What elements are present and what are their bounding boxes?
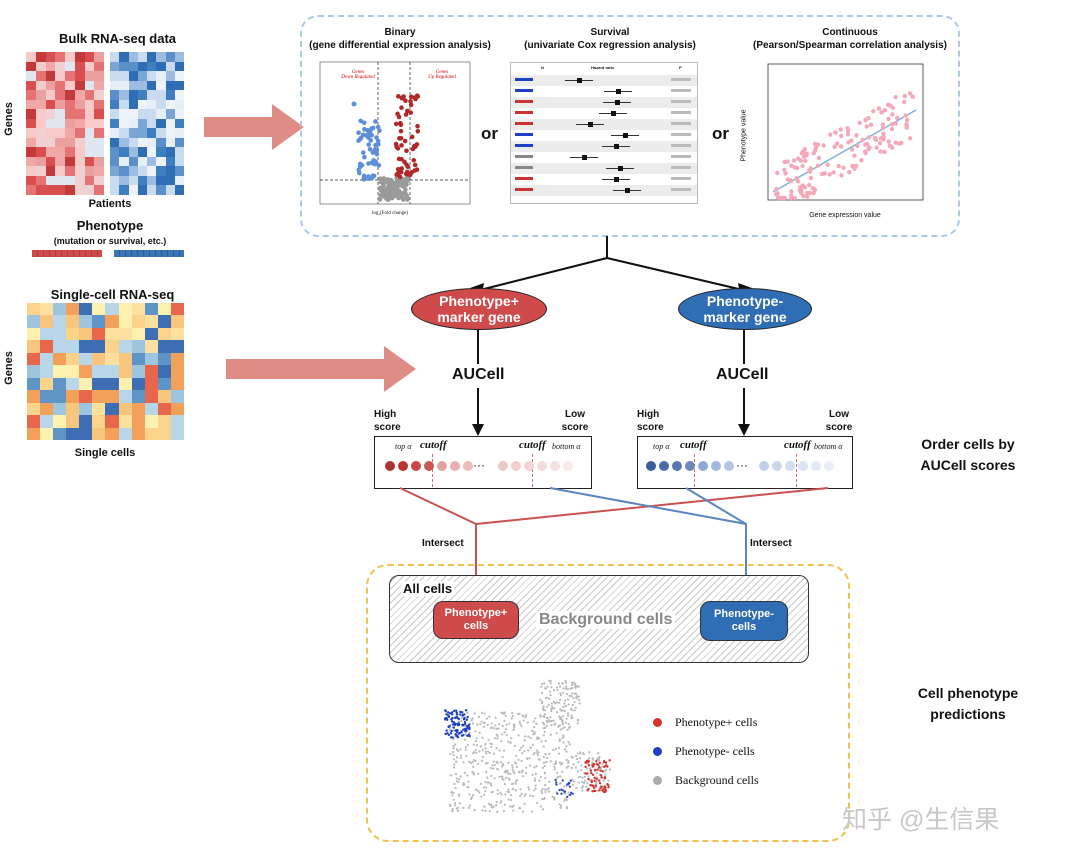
score-box-neg: top α cutoff cutoff bottom α ··· bbox=[637, 436, 853, 489]
bottom-alpha-pos: bottom α bbox=[552, 442, 581, 451]
forest-hr-header: Hazard ratio bbox=[591, 65, 615, 70]
legend-bg-label: Background cells bbox=[675, 773, 759, 787]
sc-genes-label: Genes bbox=[2, 351, 15, 385]
volcano-up-label: Genes Up Regulated bbox=[428, 70, 456, 80]
intersect-right: Intersect bbox=[750, 538, 792, 549]
low-score-left: Low score bbox=[561, 409, 589, 433]
phenotype-pos-cells-box: Phenotype+ cells bbox=[433, 601, 519, 639]
order-cells-label: Order cells by AUCell scores bbox=[920, 436, 1016, 473]
volcano-plot bbox=[319, 61, 471, 205]
intersect-left: Intersect bbox=[422, 538, 464, 549]
phenotype-title: Phenotype bbox=[76, 218, 144, 233]
or-label-2: or bbox=[712, 124, 729, 143]
phenotype-bar-blue bbox=[114, 250, 184, 257]
bulk-patients-label: Patients bbox=[88, 198, 132, 210]
prediction-label: Cell phenotype predictions bbox=[917, 685, 1019, 722]
legend-bg-dot bbox=[653, 776, 662, 785]
aucell-right: AUCell bbox=[716, 366, 769, 383]
forest-plot: N Hazard ratio P bbox=[510, 62, 698, 204]
continuous-subtitle: (Pearson/Spearman correlation analysis) bbox=[753, 40, 947, 51]
survival-title: Survival bbox=[590, 27, 630, 38]
analysis-methods-box bbox=[300, 15, 960, 237]
volcano-xlabel: log₂(Fold change) bbox=[371, 211, 409, 216]
aucell-left: AUCell bbox=[452, 366, 505, 383]
phenotype-bar-red bbox=[32, 250, 102, 257]
low-score-right: Low score bbox=[825, 409, 853, 433]
bottom-alpha-neg: bottom α bbox=[814, 442, 843, 451]
score-box-pos: top α cutoff cutoff bottom α ··· bbox=[374, 436, 592, 489]
phenotype-subtitle: (mutation or survival, etc.) bbox=[53, 236, 167, 246]
sc-cells-label: Single cells bbox=[74, 447, 136, 459]
bulk-heatmap-blue bbox=[110, 52, 184, 195]
or-label-1: or bbox=[481, 124, 498, 143]
high-score-left: High score bbox=[374, 409, 401, 433]
arrow-bulk-to-analysis bbox=[204, 104, 304, 150]
cutoff-right-pos: cutoff bbox=[519, 439, 546, 451]
background-cells-label: Background cells bbox=[536, 611, 676, 629]
prediction-box bbox=[366, 564, 850, 842]
arrow-sc-to-aucell bbox=[226, 346, 416, 392]
legend-pos-label: Phenotype+ cells bbox=[675, 715, 758, 729]
binary-subtitle: (gene differential expression analysis) bbox=[309, 40, 491, 51]
sc-title: Single-cell RNA-seq bbox=[50, 287, 175, 302]
cutoff-left-neg: cutoff bbox=[680, 439, 707, 451]
phenotype-pos-marker-ellipse: Phenotype+ marker gene bbox=[411, 288, 547, 330]
sc-heatmap bbox=[27, 303, 184, 440]
arrows-to-aucell bbox=[472, 330, 750, 436]
scatter-xlabel: Gene expression value bbox=[809, 212, 881, 219]
forest-p-header: P bbox=[679, 65, 682, 70]
all-cells-label: All cells bbox=[401, 581, 455, 596]
cutoff-right-neg: cutoff bbox=[784, 439, 811, 451]
phenotype-neg-marker-ellipse: Phenotype- marker gene bbox=[678, 288, 812, 330]
watermark: 知乎 @生信果 bbox=[842, 806, 1000, 834]
bulk-heatmap-red bbox=[26, 52, 104, 195]
legend-neg-label: Phenotype- cells bbox=[675, 744, 755, 758]
top-alpha-pos: top α bbox=[395, 442, 412, 451]
forest-n-header: N bbox=[541, 65, 544, 70]
ellipsis-neg: ··· bbox=[736, 458, 748, 472]
scatter-ylabel: Phenotype value bbox=[740, 109, 748, 162]
legend-neg-dot bbox=[653, 747, 662, 756]
correlation-scatter bbox=[767, 63, 924, 201]
continuous-title: Continuous bbox=[822, 27, 878, 38]
volcano-down-label: Genes Down Regulated bbox=[341, 70, 375, 80]
high-score-right: High score bbox=[637, 409, 664, 433]
top-alpha-neg: top α bbox=[653, 442, 670, 451]
legend-pos-dot bbox=[653, 718, 662, 727]
cutoff-left-pos: cutoff bbox=[420, 439, 447, 451]
binary-title: Binary bbox=[384, 27, 416, 38]
phenotype-neg-cells-box: Phenotype- cells bbox=[700, 601, 788, 641]
ellipsis-pos: ··· bbox=[473, 458, 485, 472]
bulk-title: Bulk RNA-seq data bbox=[58, 31, 177, 46]
umap-plot bbox=[443, 679, 612, 813]
bulk-genes-label: Genes bbox=[2, 102, 15, 136]
survival-subtitle: (univariate Cox regression analysis) bbox=[524, 40, 696, 51]
